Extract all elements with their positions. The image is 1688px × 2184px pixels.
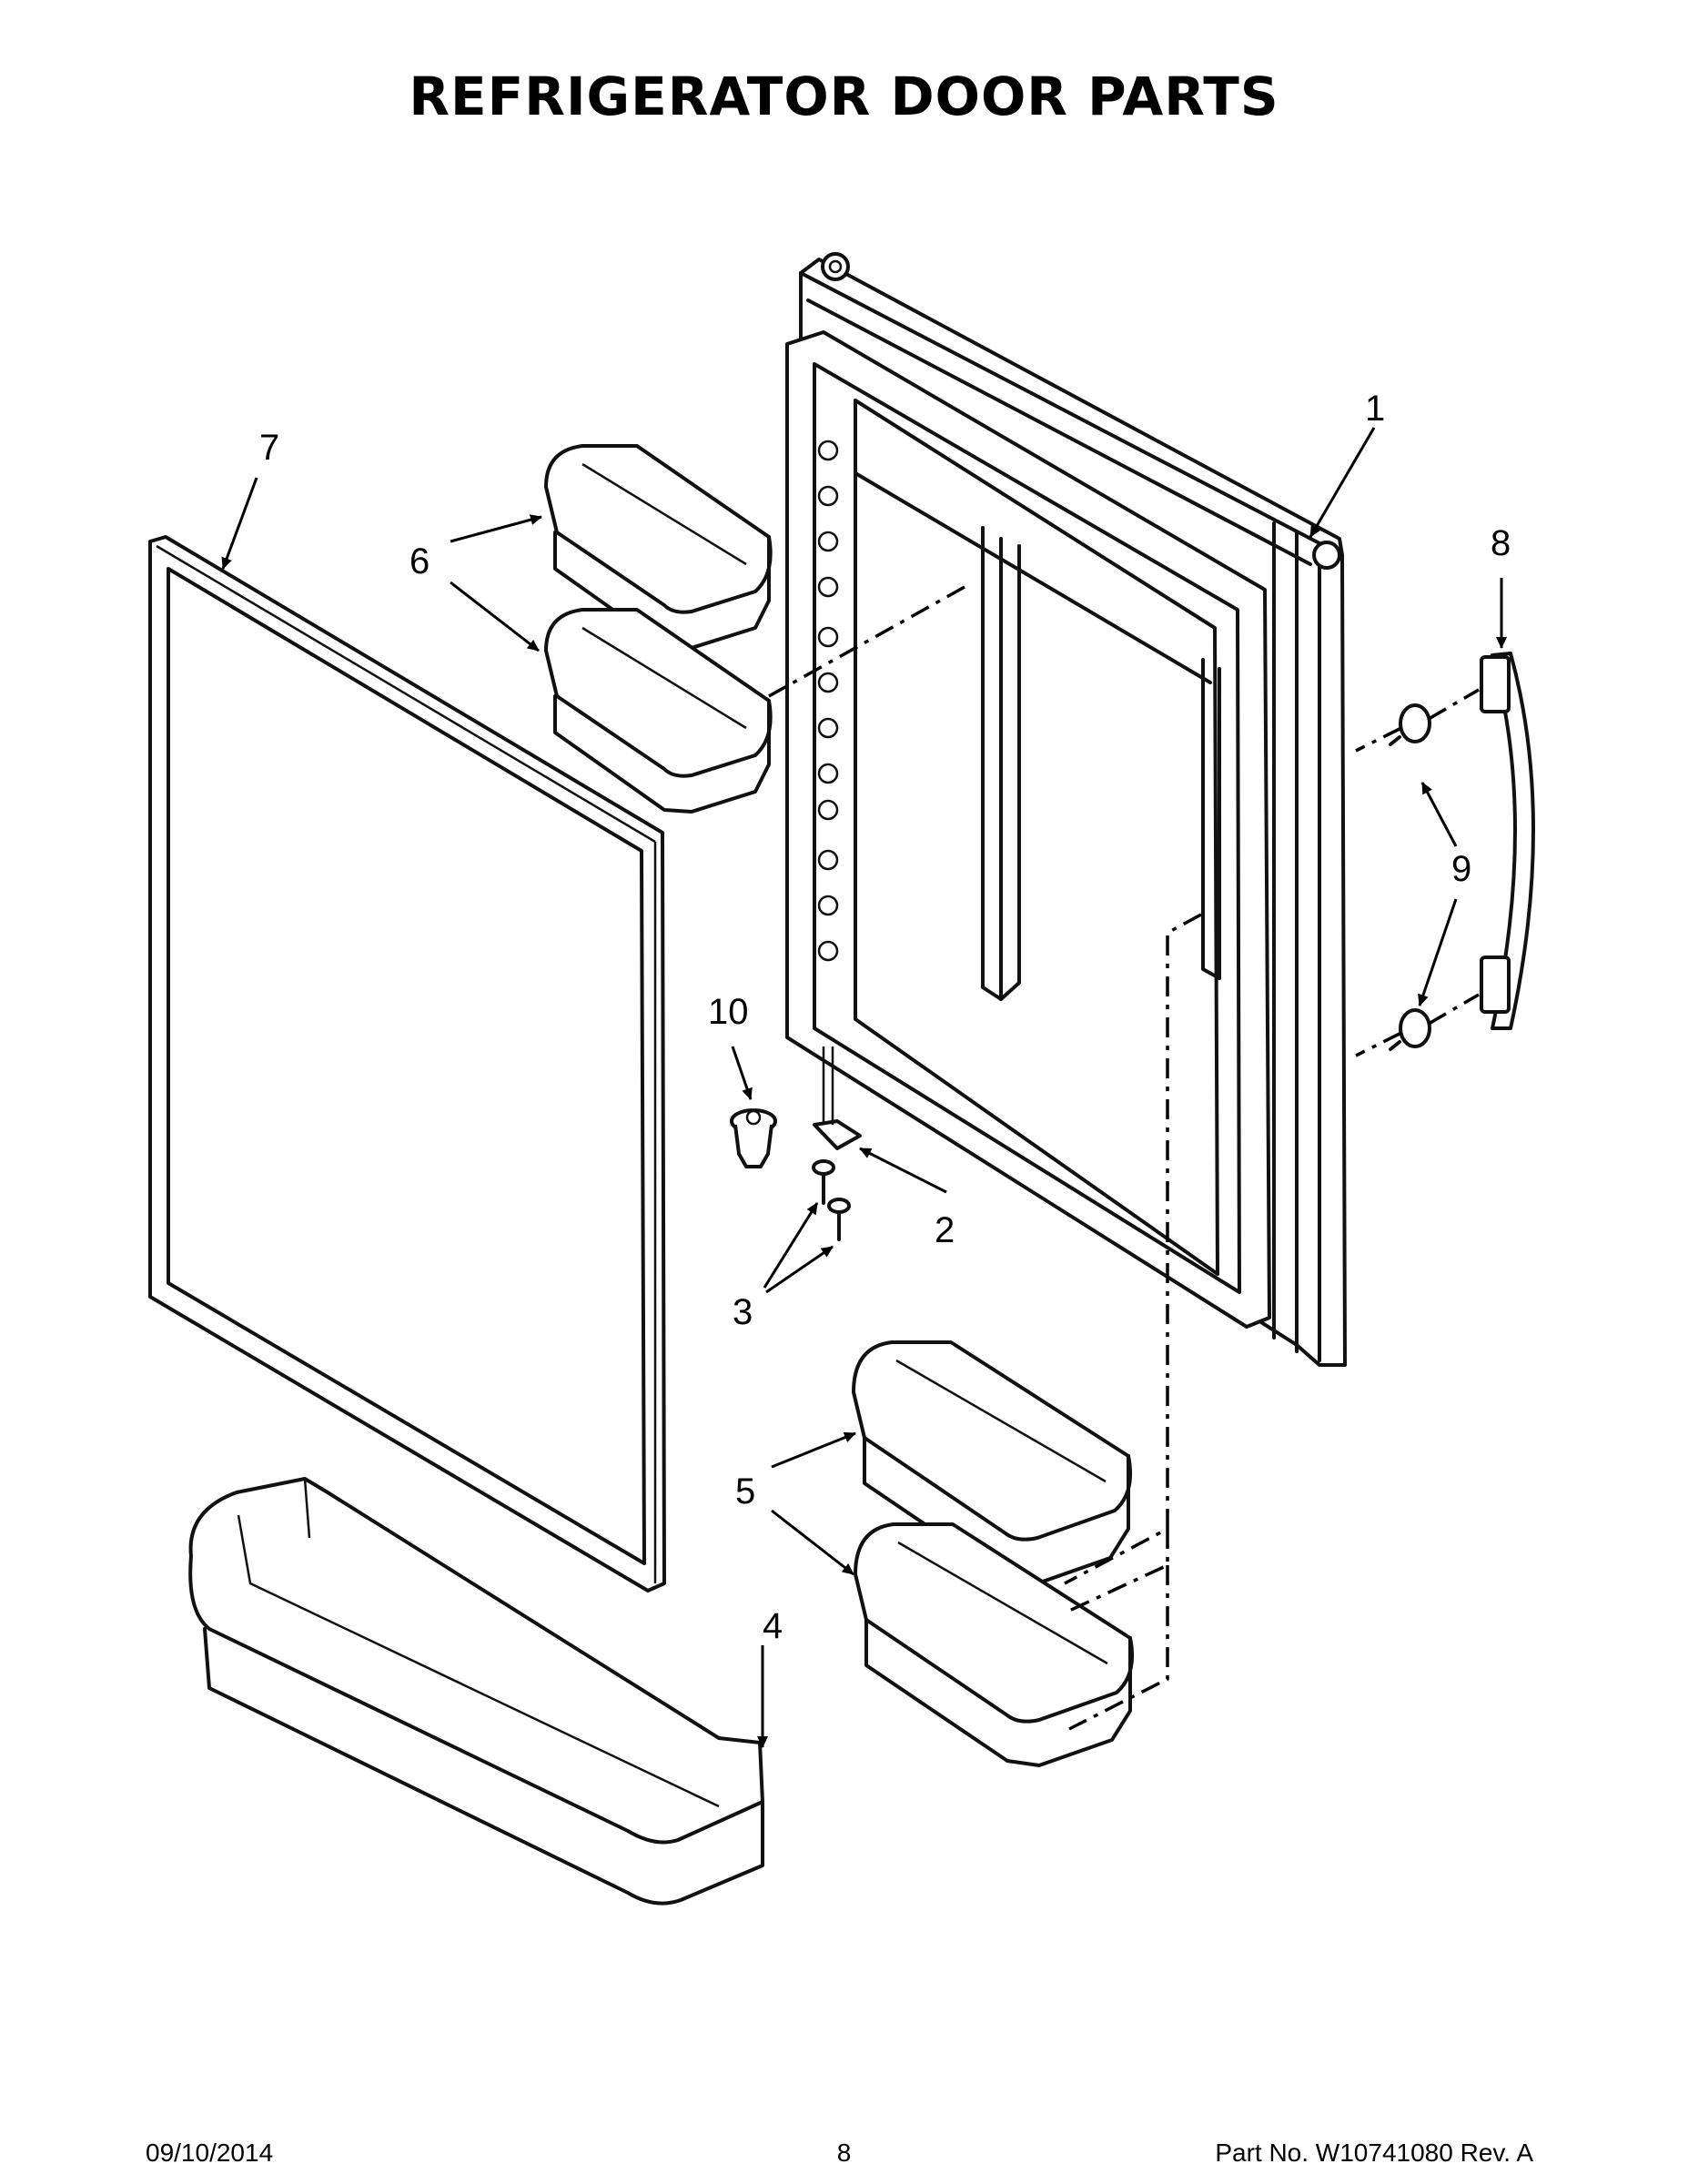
mounting-screw-1 (812, 1159, 835, 1205)
upper-door-bin-bottom (544, 608, 773, 814)
callout-7: 7 (259, 428, 279, 468)
hinge-bracket (813, 1046, 862, 1150)
shelf-clip-column (817, 440, 839, 962)
callout-leaders (221, 427, 1507, 1748)
callout-9: 9 (1451, 849, 1471, 889)
door-plug (730, 1108, 777, 1168)
callout-4: 4 (763, 1606, 783, 1646)
lower-door-bin-bottom (854, 1522, 1135, 1767)
callout-5: 5 (735, 1471, 755, 1512)
callout-2: 2 (935, 1210, 955, 1250)
footer-page-number: 8 (836, 2138, 852, 2167)
assembly-lines (768, 585, 1480, 1731)
handle-mounting-stud-top (1389, 703, 1431, 746)
bottom-door-bin (188, 1477, 764, 1906)
footer-date: 09/10/2014 (146, 2138, 274, 2167)
callout-6: 6 (409, 541, 430, 581)
callout-3: 3 (733, 1292, 753, 1332)
callout-8: 8 (1491, 523, 1511, 563)
mounting-screw-2 (827, 1198, 851, 1241)
callout-1: 1 (1365, 389, 1385, 429)
door-liner (785, 330, 1271, 1329)
door-handle (1480, 652, 1535, 1030)
door-gasket (148, 535, 666, 1592)
callout-10: 10 (708, 992, 749, 1032)
footer-part-number: Part No. W10741080 Rev. A (1215, 2138, 1533, 2167)
page-title: REFRIGERATOR DOOR PARTS (409, 66, 1279, 127)
handle-mounting-stud-bottom (1389, 1008, 1431, 1051)
